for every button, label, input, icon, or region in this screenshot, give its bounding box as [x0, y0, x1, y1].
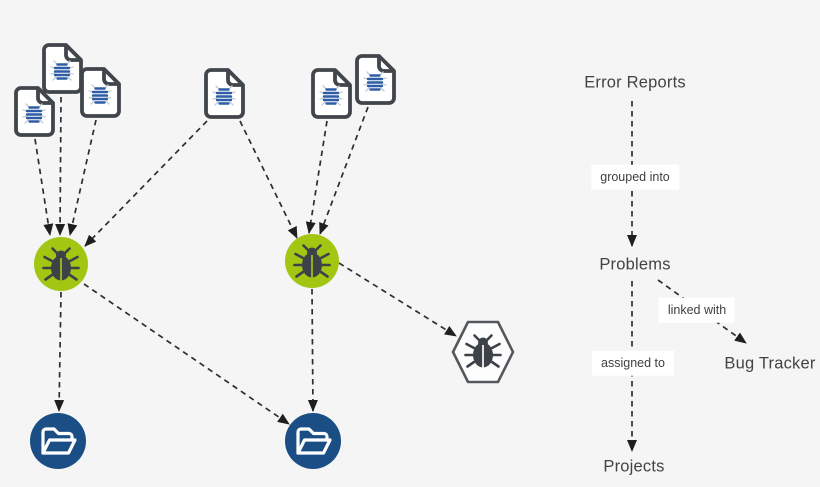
edge-problem2-to-bugtracker: [338, 262, 457, 337]
legend-bug-tracker: Bug Tracker: [724, 354, 816, 373]
edge-problem2-to-project2: [307, 288, 318, 412]
edge-docmid-to-problem2: [239, 120, 298, 239]
edge-docmid-to-problem1: [84, 120, 208, 247]
project-node-2: [285, 413, 341, 469]
edge-label-grouped-into: grouped into: [591, 164, 679, 190]
project-node-1: [30, 413, 86, 469]
bug-tracker-node: [451, 320, 515, 384]
problem-node-2: [285, 234, 339, 288]
legend-projects: Projects: [603, 457, 665, 476]
edge-doc1-to-problem1: [34, 138, 54, 236]
edge-doc5-to-problem2: [319, 106, 369, 235]
edge-problem1-to-project1: [54, 291, 65, 412]
error-report-document-icon: [42, 43, 83, 94]
edge-doc3-to-problem1: [67, 119, 97, 236]
error-report-document-icon: [311, 68, 352, 119]
error-report-document-icon: [355, 54, 396, 105]
edge-label-assigned-to: assigned to: [592, 350, 674, 376]
edge-label-linked-with: linked with: [658, 297, 736, 323]
legend-error-reports: Error Reports: [584, 73, 686, 92]
edge-doc2-to-problem1: [55, 96, 66, 236]
edge-problem1-to-project2: [83, 283, 290, 425]
error-report-document-icon: [204, 68, 245, 119]
legend-problems: Problems: [599, 255, 671, 274]
error-report-document-icon: [14, 86, 55, 137]
error-report-document-icon: [80, 67, 121, 118]
problem-node-1: [34, 237, 88, 291]
edge-doc4-to-problem2: [305, 120, 328, 234]
